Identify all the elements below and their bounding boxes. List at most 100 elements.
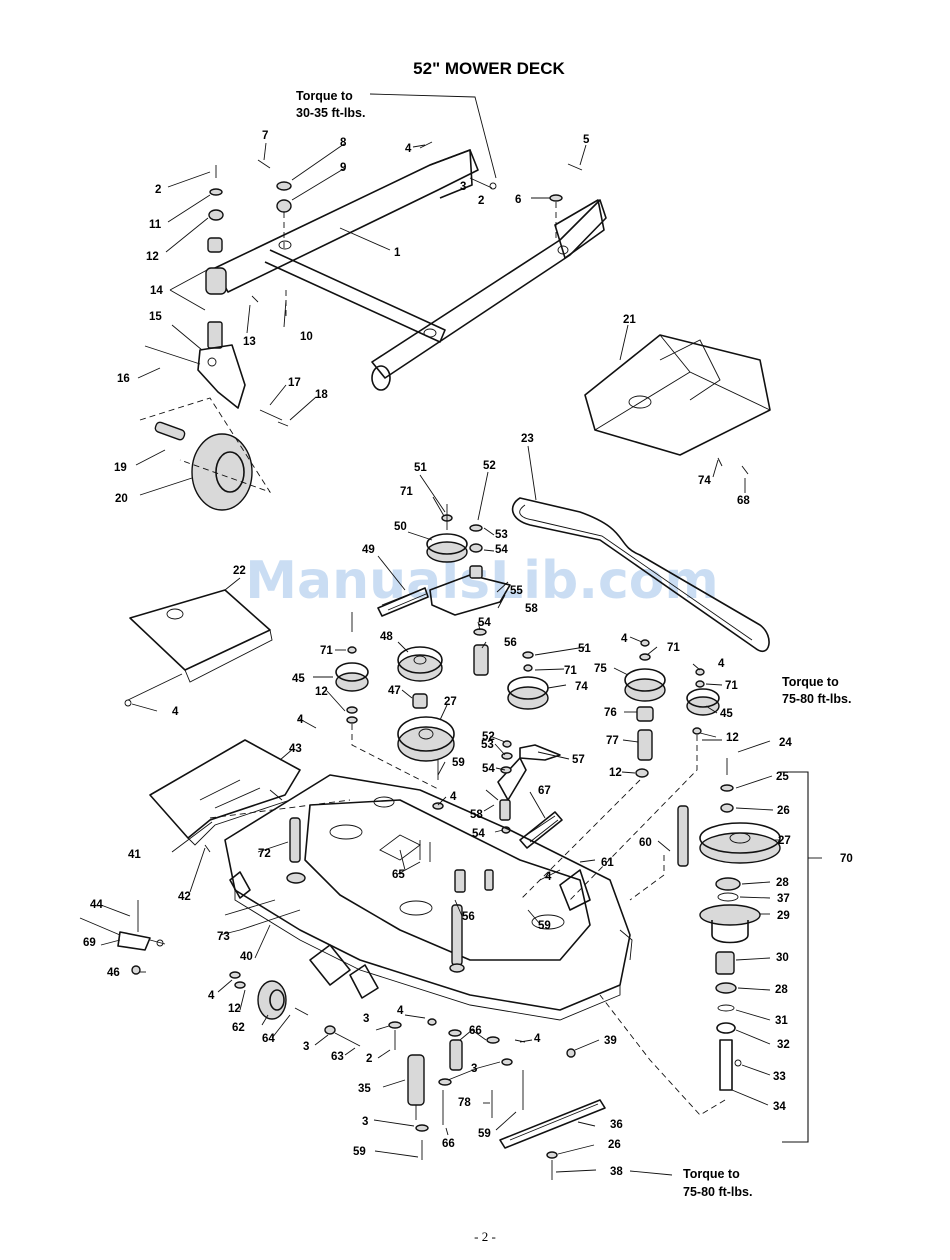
left-pulleys	[335, 646, 455, 810]
callout: 51	[414, 462, 427, 474]
callout: 59	[478, 1128, 491, 1140]
callout: 21	[623, 314, 636, 326]
callout: 55	[510, 585, 523, 597]
callout: 70	[840, 853, 853, 865]
callout: 78	[458, 1097, 471, 1109]
torque-note-right-line1: Torque to	[782, 675, 839, 689]
callout: 57	[572, 754, 585, 766]
callout: 44	[90, 899, 103, 911]
callout: 9	[340, 162, 346, 174]
callout: 34	[773, 1101, 786, 1113]
callout: 47	[388, 685, 401, 697]
callout: 52	[482, 731, 495, 743]
callout: 71	[400, 486, 413, 498]
callout: 24	[779, 737, 792, 749]
callout: 3	[460, 181, 466, 193]
callout: 23	[521, 433, 534, 445]
callout: 59	[538, 920, 551, 932]
callout: 71	[564, 665, 577, 677]
under-deck-hardware	[388, 1018, 606, 1180]
lift-frame-assembly	[139, 93, 607, 511]
discharge-chute	[149, 739, 351, 853]
callout: 15	[149, 311, 162, 323]
callout: 26	[777, 805, 790, 817]
callout: 28	[776, 877, 789, 889]
leader-lines	[100, 142, 780, 1176]
callout: 45	[292, 673, 305, 685]
callout: 76	[604, 707, 617, 719]
callout: 8	[340, 137, 347, 149]
callout: 67	[538, 785, 551, 797]
callout: 38	[610, 1166, 623, 1178]
callout: 48	[380, 631, 393, 643]
torque-note-bottom-line2: 75-80 ft-lbs.	[683, 1185, 752, 1199]
callout: 52	[483, 460, 496, 472]
callout: 54	[495, 544, 508, 556]
callout: 68	[737, 495, 750, 507]
callout: 59	[353, 1146, 366, 1158]
callout: 45	[720, 708, 733, 720]
callout: 12	[726, 732, 739, 744]
callout: 4	[621, 633, 628, 645]
callout: 32	[777, 1039, 790, 1051]
callout: 62	[232, 1022, 245, 1034]
page-number: - 2 -	[474, 1229, 496, 1244]
diagram-title: 52" MOWER DECK	[413, 59, 565, 78]
callout: 58	[470, 809, 483, 821]
callout: 4	[534, 1033, 541, 1045]
callout: 10	[300, 331, 313, 343]
callout: 71	[320, 645, 333, 657]
torque-note-top-line1: Torque to	[296, 89, 353, 103]
callout: 66	[469, 1025, 482, 1037]
callout: 39	[604, 1035, 617, 1047]
callout: 22	[233, 565, 246, 577]
callout: 51	[578, 643, 591, 655]
callout: 1	[394, 247, 401, 259]
callout: 43	[289, 743, 302, 755]
callout: 75	[594, 663, 607, 675]
watermark: ManualsLib.com	[245, 551, 718, 611]
callout: 63	[331, 1051, 344, 1063]
callout: 20	[115, 493, 128, 505]
deck-shell	[224, 774, 633, 1021]
callout: 2	[478, 195, 484, 207]
callout: 74	[698, 475, 711, 487]
idler-arm-assembly	[377, 504, 511, 676]
callout: 2	[366, 1053, 372, 1065]
center-pulleys	[485, 639, 720, 901]
callout: 4	[172, 706, 179, 718]
callout: 60	[639, 837, 652, 849]
callout: 3	[471, 1063, 477, 1075]
callout: 29	[777, 910, 790, 922]
callout-labels: 7 8 9 2 11 12 14 13 10 1 4 3 2 5 6 15 16…	[83, 130, 853, 1178]
callout: 11	[149, 219, 162, 231]
callout: 64	[262, 1033, 275, 1045]
callout: 25	[776, 771, 789, 783]
drive-belt	[511, 497, 770, 652]
callout: 4	[450, 791, 457, 803]
callout: 65	[392, 869, 405, 881]
callout: 16	[117, 373, 130, 385]
callout: 26	[608, 1139, 621, 1151]
callout: 56	[462, 911, 475, 923]
callout: 71	[667, 642, 680, 654]
callout: 13	[243, 336, 256, 348]
callout: 4	[397, 1005, 404, 1017]
callout: 3	[362, 1116, 368, 1128]
callout: 46	[107, 967, 120, 979]
callout: 35	[358, 1083, 371, 1095]
callout: 72	[258, 848, 271, 860]
callout: 56	[504, 637, 517, 649]
callout: 54	[478, 617, 491, 629]
callout: 12	[228, 1003, 241, 1015]
callout: 49	[362, 544, 375, 556]
callout: 12	[146, 251, 159, 263]
callout: 33	[773, 1071, 786, 1083]
callout: 66	[442, 1138, 455, 1150]
callout: 54	[482, 763, 495, 775]
callout: 40	[240, 951, 253, 963]
callout: 17	[288, 377, 301, 389]
callout: 3	[303, 1041, 309, 1053]
callout: 69	[83, 937, 96, 949]
callout: 42	[178, 891, 191, 903]
